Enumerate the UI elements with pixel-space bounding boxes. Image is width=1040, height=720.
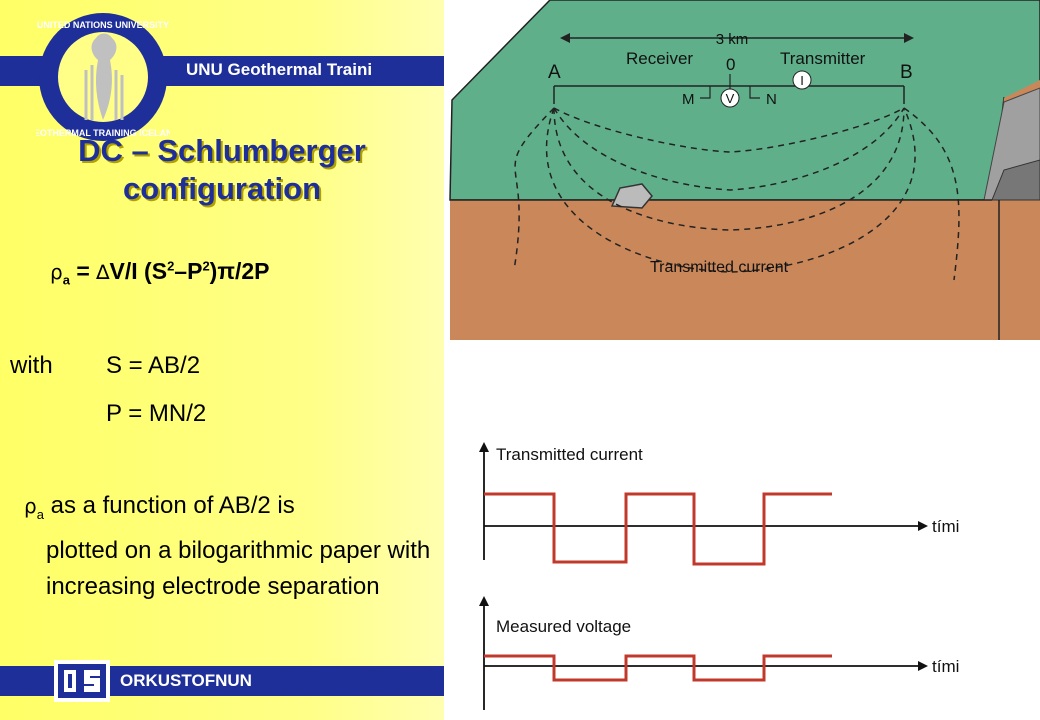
footer-band-label: ORKUSTOFNUN: [120, 671, 252, 690]
title-line-2: configuration: [122, 171, 322, 206]
logo-text-bottom: GEOTHERMAL TRAINING ICELAND: [36, 128, 170, 138]
transmitted-current-label: Transmitted current: [650, 259, 789, 276]
bottom-wave-axis-label: tími: [932, 657, 959, 676]
p-definition: P = MN/2: [106, 400, 207, 427]
formula-eq: =: [69, 258, 97, 284]
unu-logo-icon: UNITED NATIONS UNIVERSITY GEOTHERMAL TRA…: [36, 13, 170, 141]
bullet-text: ρa as a function of AB/2 is plotted on a…: [24, 488, 434, 605]
orkustofnun-logo-icon: [54, 660, 110, 702]
center-zero-label: 0: [726, 55, 735, 74]
rho-subscript: a: [62, 272, 70, 288]
current-meter-label: I: [800, 73, 804, 88]
formula-dash: –P: [174, 258, 203, 284]
rho-symbol: ρ: [50, 260, 63, 284]
top-wave-axis-label: tími: [932, 517, 959, 536]
receiver-label: Receiver: [626, 49, 693, 68]
electrode-n-label: N: [766, 91, 777, 108]
electrode-a-label: A: [548, 62, 561, 83]
header-band-label: UNU Geothermal Traini: [186, 60, 373, 79]
voltmeter-label: V: [726, 91, 735, 106]
with-label: with: [10, 352, 53, 379]
formula-sup-2: 2: [202, 258, 210, 274]
schlumberger-diagram: 3 km Receiver Transmitter A B 0 I V M N …: [449, 0, 1040, 340]
bottom-wave-title: Measured voltage: [496, 617, 631, 636]
formula-part-a: V/I (S: [109, 258, 168, 284]
measured-voltage-wave: [484, 654, 832, 682]
logo-text-top: UNITED NATIONS UNIVERSITY: [37, 20, 169, 30]
transmitted-current-wave: [484, 492, 832, 566]
top-wave-title: Transmitted current: [496, 445, 643, 464]
s-definition: S = AB/2: [106, 352, 201, 379]
delta-symbol: ∆: [96, 260, 110, 284]
title-line-1: DC – Schlumberger: [78, 133, 366, 168]
page-title: DC – Schlumberger configuration: [0, 132, 444, 208]
electrode-m-label: M: [682, 91, 695, 108]
bullet-first-line: as a function of AB/2 is: [43, 492, 295, 519]
resistivity-formula: ρa = ∆V/I (S2–P2)π/2P: [50, 258, 269, 288]
formula-sup-1: 2: [167, 258, 175, 274]
formula-part-b: )π/2P: [209, 258, 270, 284]
bullet-rho-symbol: ρ: [24, 494, 37, 518]
distance-label: 3 km: [716, 31, 749, 48]
bullet-rest: plotted on a bilogarithmic paper with in…: [46, 536, 431, 600]
waveform-plots: Transmitted current tími Measured voltag…: [479, 442, 959, 710]
electrode-b-label: B: [900, 62, 913, 83]
transmitter-label: Transmitter: [780, 49, 866, 68]
bullet-rho-subscript: a: [36, 506, 44, 522]
